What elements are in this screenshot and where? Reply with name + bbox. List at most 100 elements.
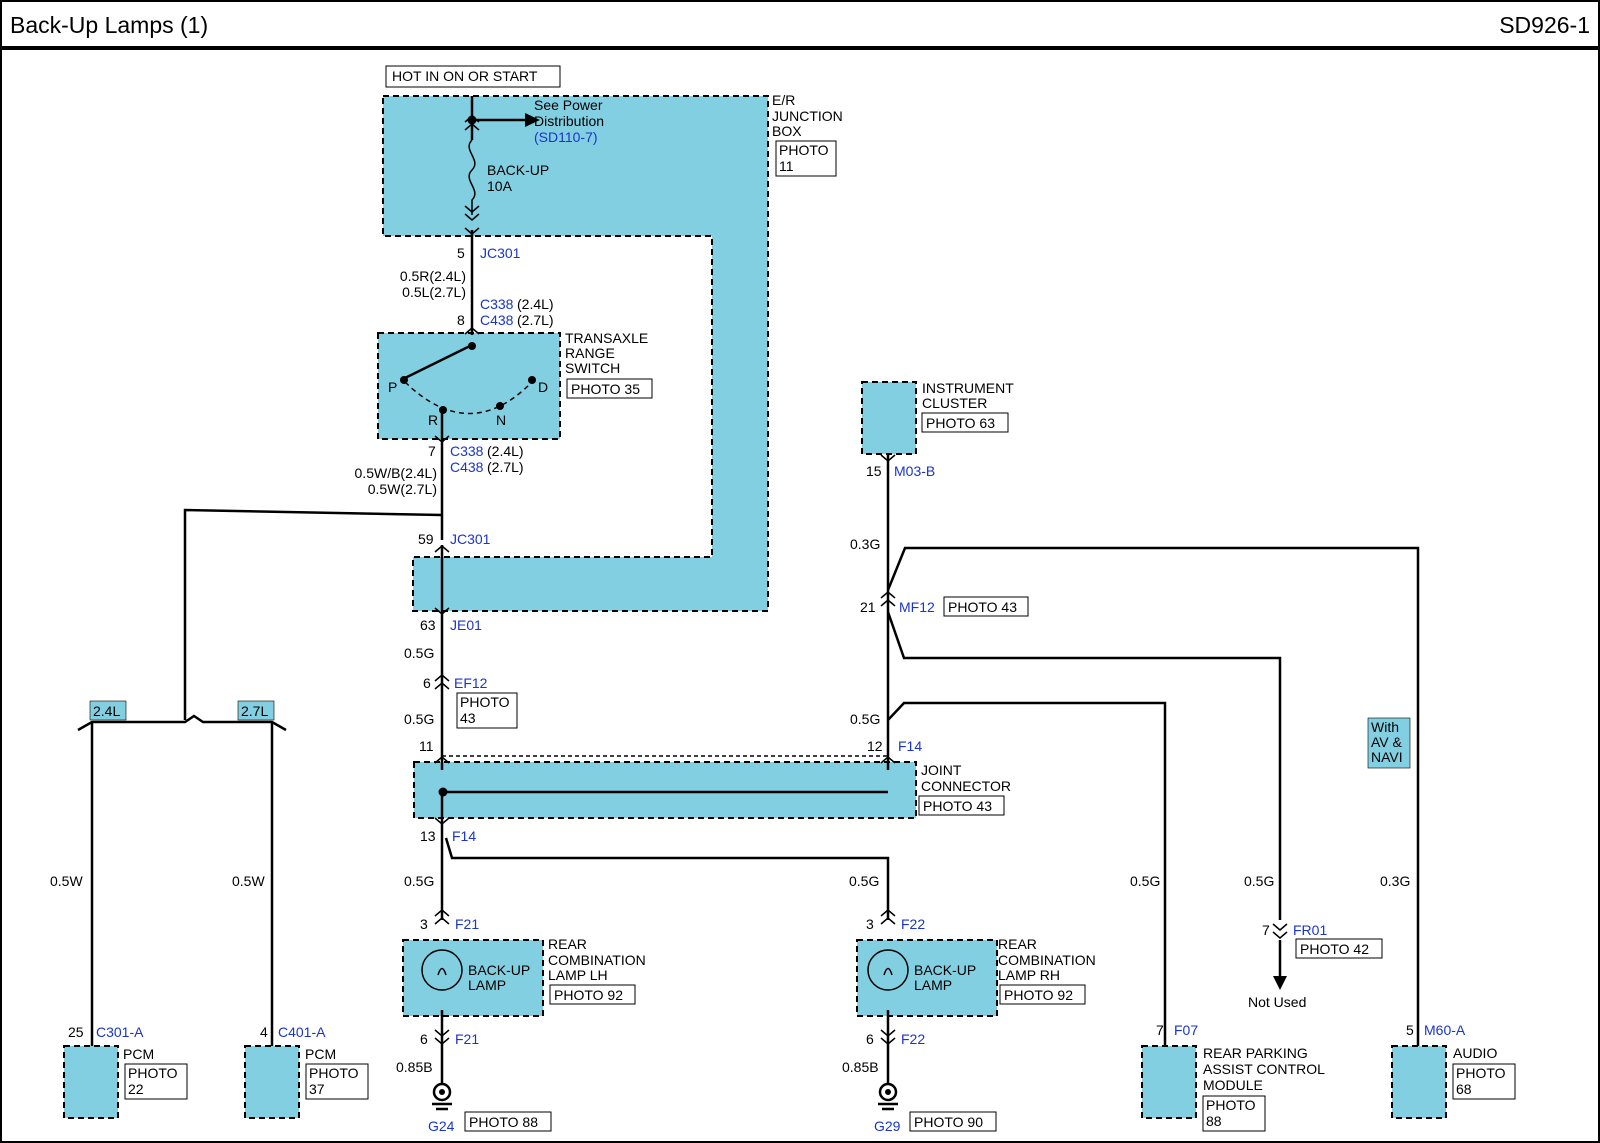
park-photo-box — [1202, 1095, 1266, 1132]
wire-05g-a: 0.5G — [404, 645, 434, 661]
fr01-pin: 7 — [1262, 922, 1270, 938]
c338-bot-id2: C438 — [450, 459, 484, 475]
pcm-37 — [244, 1045, 300, 1119]
pcm1-name: PCM — [123, 1046, 154, 1062]
g29-photo-box — [909, 1111, 997, 1132]
mf12-id: MF12 — [899, 599, 935, 615]
pcm2-pin: 4 — [260, 1024, 268, 1040]
rh-name-3: LAMP RH — [998, 967, 1060, 983]
audio-name: AUDIO — [1453, 1045, 1497, 1061]
trs-photo: PHOTO 35 — [571, 381, 640, 397]
wire-05g-c: 0.5G — [850, 711, 880, 727]
jc-pin-12: 12 — [867, 738, 883, 754]
rh-pin-top: 3 — [866, 916, 874, 932]
g24-photo-box — [464, 1111, 552, 1132]
rh-photo-box — [999, 984, 1086, 1005]
lh-name-1: REAR — [548, 936, 587, 952]
jbox-name-1: E/R — [772, 92, 795, 108]
rh-bulb-2: LAMP — [914, 977, 952, 993]
lh-id-bot: F21 — [455, 1031, 479, 1047]
pcm2-id: C401-A — [278, 1024, 326, 1040]
pcm1-id: C301-A — [96, 1024, 144, 1040]
rh-pin-bot: 6 — [866, 1031, 874, 1047]
hot-label-box — [385, 65, 561, 88]
rh-name-1: REAR — [998, 936, 1037, 952]
trs-name-2: RANGE — [565, 345, 615, 361]
wire-park: 0.5G — [1130, 873, 1160, 889]
c338-bot-id1: C338 — [450, 443, 484, 459]
trs-name-3: SWITCH — [565, 360, 620, 376]
joint-photo-box — [918, 795, 1005, 816]
ef12-photo-1: PHOTO — [460, 694, 510, 710]
wire-trs-top-1: 0.5R(2.4L) — [400, 268, 466, 284]
pcm-22 — [63, 1045, 119, 1119]
park-id: F07 — [1174, 1022, 1198, 1038]
pcm1-photo-2: 22 — [128, 1081, 144, 1097]
pcm1-photo-box — [124, 1063, 188, 1100]
wire-05g-b: 0.5G — [404, 711, 434, 727]
rh-id-bot: F22 — [901, 1031, 925, 1047]
cluster-photo: PHOTO 63 — [926, 415, 995, 431]
trs-n: N — [496, 412, 506, 428]
fuse-name: BACK-UP — [487, 162, 549, 178]
lh-bulb-1: BACK-UP — [468, 962, 530, 978]
pcm1-pin: 25 — [68, 1024, 84, 1040]
m03b-id: M03-B — [894, 463, 935, 479]
jc-pin-11: 11 — [419, 738, 434, 754]
see-power-1: See Power — [534, 97, 603, 113]
joint-name-2: CONNECTOR — [921, 778, 1011, 794]
mf12-pin: 21 — [860, 599, 876, 615]
variant-24: 2.4L — [93, 703, 120, 719]
fr01-note: Not Used — [1248, 994, 1306, 1010]
wire-03g-a: 0.3G — [850, 536, 880, 552]
fuse-rating: 10A — [487, 178, 513, 194]
f14-bot-pin: 13 — [420, 828, 436, 844]
with-av-1: With — [1371, 719, 1399, 735]
c338-top-pin: 8 — [457, 312, 465, 328]
fr01-id: FR01 — [1293, 922, 1327, 938]
wire-trs-bot-2: 0.5W(2.7L) — [368, 481, 437, 497]
cluster-name-2: CLUSTER — [922, 395, 987, 411]
mf12-photo-box — [943, 596, 1029, 617]
audio-unit — [1391, 1045, 1447, 1119]
trs-r: R — [428, 412, 438, 428]
transaxle-range-switch — [377, 332, 561, 440]
er-junction-box — [382, 95, 769, 612]
see-power-2: Distribution — [534, 113, 604, 129]
audio-photo-box — [1452, 1063, 1516, 1100]
c338-top-id2: C438 — [480, 312, 514, 328]
ground-g24: G24 — [428, 1118, 455, 1134]
park-photo-2: 88 — [1206, 1113, 1222, 1129]
pcm1-photo-1: PHOTO — [128, 1065, 178, 1081]
trs-p: P — [388, 379, 397, 395]
wires — [77, 96, 1420, 1085]
pcm2-photo-2: 37 — [309, 1081, 325, 1097]
je01-pin: 63 — [420, 617, 436, 633]
jbox-photo-1: PHOTO — [779, 142, 829, 158]
connector-marks — [400, 113, 1288, 1111]
wire-lh: 0.5G — [404, 873, 434, 889]
park-pin: 7 — [1156, 1022, 1164, 1038]
variant-24-tag — [89, 700, 127, 721]
with-av-3: NAVI — [1371, 749, 1403, 765]
rear-combination-lamp-lh — [402, 939, 544, 1017]
header-bar: Back-Up Lamps (1) SD926-1 — [0, 0, 1600, 50]
jbox-photo-box — [775, 140, 837, 177]
c338-top-sp2: (2.7L) — [517, 312, 554, 328]
mf12-photo: PHOTO 43 — [948, 599, 1017, 615]
jc301-bot-id: JC301 — [450, 531, 491, 547]
joint-name-1: JOINT — [921, 762, 962, 778]
jc301-top-pin: 5 — [457, 245, 465, 261]
rh-id-top: F22 — [901, 916, 925, 932]
wire-pcm1: 0.5W — [50, 873, 83, 889]
pcm2-photo-box — [305, 1063, 369, 1100]
rear-parking-assist-module — [1141, 1045, 1197, 1119]
park-name-3: MODULE — [1203, 1077, 1263, 1093]
g29-photo: PHOTO 90 — [914, 1114, 983, 1130]
audio-id: M60-A — [1424, 1022, 1466, 1038]
wire-trs-bot-1: 0.5W/B(2.4L) — [355, 465, 437, 481]
lh-bulb-2: LAMP — [468, 977, 506, 993]
lh-name-2: COMBINATION — [548, 952, 646, 968]
wire-rh: 0.5G — [849, 873, 879, 889]
